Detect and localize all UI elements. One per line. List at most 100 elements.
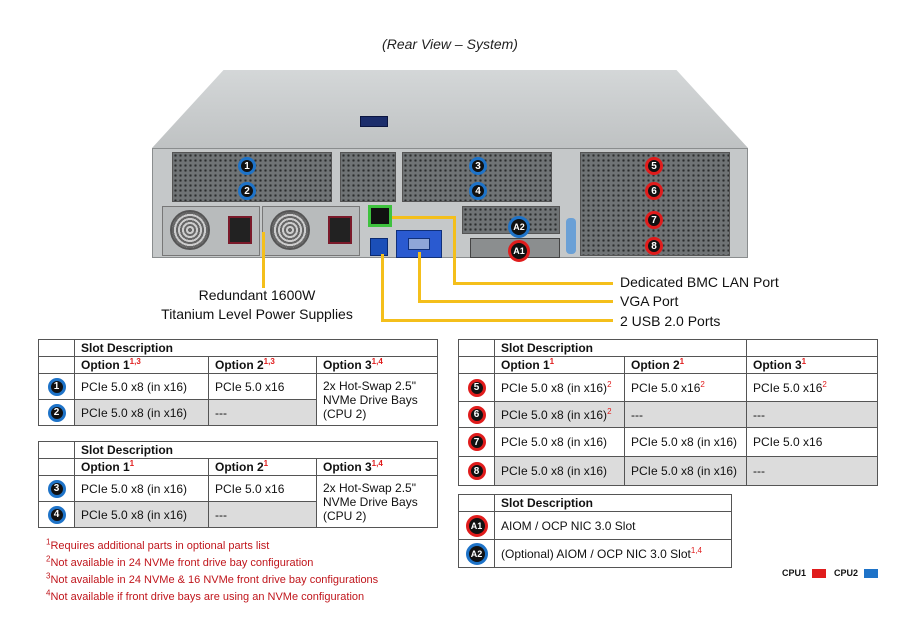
table-cell: PCIe 5.0 x8 (in x16)2 [494,401,625,428]
table-cell: PCIe 5.0 x8 (in x16) [74,475,209,502]
slot-badge-8: 8 [645,237,663,255]
table-cell: PCIe 5.0 x8 (in x16) [494,456,625,486]
table-cell: PCIe 5.0 x16 [208,373,317,400]
table-cell: PCIe 5.0 x8 (in x16)2 [494,373,625,402]
page-title: (Rear View – System) [382,36,518,52]
slot-badge-3: 3 [47,479,66,498]
power-inlet-icon [228,216,252,244]
slot-badge-5: 5 [645,157,663,175]
slot-badge-6: 6 [645,182,663,200]
option-header: Option 31,4 [316,356,438,374]
footnote: 3Not available in 24 NVMe & 16 NVMe fron… [46,571,379,586]
table-cell: PCIe 5.0 x8 (in x16) [74,373,209,400]
legend-cpu1-label: CPU1 [782,568,807,578]
bmc-lan-label: Dedicated BMC LAN Port [620,274,779,290]
table-cell: PCIe 5.0 x8 (in x16) [74,501,209,528]
psu-fan-icon [270,210,310,250]
table-row: A2 (Optional) AIOM / OCP NIC 3.0 Slot1,4 [458,539,732,568]
table-row: 4 PCIe 5.0 x8 (in x16) --- [38,501,438,528]
slot-badge-5: 5 [467,378,486,397]
table-header: Slot Description [494,339,747,357]
table-cell-merged: 2x Hot-Swap 2.5" NVMe Drive Bays (CPU 2) [316,373,438,426]
footnotes: 1Requires additional parts in optional p… [46,538,378,606]
slot-badge-6: 6 [467,405,486,424]
table-row: 3 PCIe 5.0 x8 (in x16) PCIe 5.0 x16 2x H… [38,475,438,528]
bmc-leader-line-v [453,216,456,284]
psu-leader-line [262,232,265,288]
option-header: Option 21 [624,356,747,374]
footnote: 1Requires additional parts in optional p… [46,537,270,552]
option-header: Option 31,4 [316,458,438,476]
option-header: Option 21 [208,458,317,476]
slot-badge-3: 3 [469,157,487,175]
table-row: 5 PCIe 5.0 x8 (in x16)2 PCIe 5.0 x162 PC… [458,373,878,402]
psu-label: Redundant 1600W Titanium Level Power Sup… [152,286,362,324]
slot-badge-2: 2 [238,182,256,200]
option-header: Option 21,3 [208,356,317,374]
vga-leader-line-v [418,252,421,302]
table-cell: --- [746,401,878,428]
option-header: Option 31 [746,356,878,374]
table-row: 7 PCIe 5.0 x8 (in x16) PCIe 5.0 x8 (in x… [458,427,878,457]
legend-cpu1-swatch [812,569,826,578]
bmc-lan-port-icon [368,205,392,227]
table-cell: --- [208,501,317,528]
usb-leader-line-h [381,319,613,322]
usb-ports-label: 2 USB 2.0 Ports [620,313,721,329]
table-cell: PCIe 5.0 x16 [746,427,878,457]
psu-fan-icon [170,210,210,250]
riser-grille-left-upper-2 [340,152,396,202]
slot-table-1-2: Slot Description Option 11,3 Option 21,3… [38,339,438,426]
slot-badge-1: 1 [238,157,256,175]
table-row: A1 AIOM / OCP NIC 3.0 Slot [458,511,732,540]
slot-badge-7: 7 [645,211,663,229]
legend-cpu2-label: CPU2 [834,568,859,578]
slot-badge-8: 8 [467,462,486,480]
table-header: Slot Description [74,441,438,459]
psu-label-line2: Titanium Level Power Supplies [161,306,353,322]
table-header: Slot Description [494,494,732,512]
table-row: 1 PCIe 5.0 x8 (in x16) PCIe 5.0 x16 2x H… [38,373,438,426]
vga-connector-icon [408,238,430,250]
option-header: Option 11 [74,458,209,476]
vga-port-label: VGA Port [620,293,679,309]
option-header: Option 11,3 [74,356,209,374]
service-tag-icon [360,116,388,127]
slot-badge-4: 4 [47,505,66,524]
slot-table-3-4: Slot Description Option 11 Option 21 Opt… [38,441,438,528]
table-cell: PCIe 5.0 x162 [624,373,747,402]
table-row: 8 PCIe 5.0 x8 (in x16) PCIe 5.0 x8 (in x… [458,456,878,486]
table-cell: --- [746,456,878,486]
table-cell-merged: 2x Hot-Swap 2.5" NVMe Drive Bays (CPU 2) [316,475,438,528]
table-cell: PCIe 5.0 x8 (in x16) [494,427,625,457]
table-cell: PCIe 5.0 x8 (in x16) [624,456,747,486]
slot-badge-7: 7 [467,433,486,451]
slot-table-aiom: Slot Description A1 AIOM / OCP NIC 3.0 S… [458,494,732,568]
table-cell: PCIe 5.0 x8 (in x16) [74,399,209,426]
legend-cpu2-swatch [864,569,878,578]
slot-badge-2: 2 [47,403,66,422]
table-row: 2 PCIe 5.0 x8 (in x16) --- [38,399,438,426]
slot-badge-a1: A1 [465,514,488,537]
latch-icon [566,218,576,254]
option-header: Option 11 [494,356,625,374]
psu-label-line1: Redundant 1600W [198,287,316,303]
usb-port-icon [370,238,388,256]
footnote: 4Not available if front drive bays are u… [46,588,365,603]
power-inlet-icon [328,216,352,244]
table-cell: --- [208,399,317,426]
server-top-cover [152,70,748,148]
table-cell: PCIe 5.0 x16 [208,475,317,502]
slot-badge-1: 1 [47,377,66,396]
bmc-leader-line-h [453,282,613,285]
table-cell: AIOM / OCP NIC 3.0 Slot [494,511,732,540]
slot-table-5-8: Slot Description Option 11 Option 21 Opt… [458,339,878,486]
usb-leader-line-v [381,254,384,321]
slot-badge-a1: A1 [508,240,530,262]
slot-badge-a2: A2 [508,216,530,238]
bmc-leader-line-top [392,216,454,219]
footnote: 2Not available in 24 NVMe front drive ba… [46,554,314,569]
table-cell: PCIe 5.0 x8 (in x16) [624,427,747,457]
table-row: 6 PCIe 5.0 x8 (in x16)2 --- --- [458,401,878,428]
table-header: Slot Description [74,339,438,357]
